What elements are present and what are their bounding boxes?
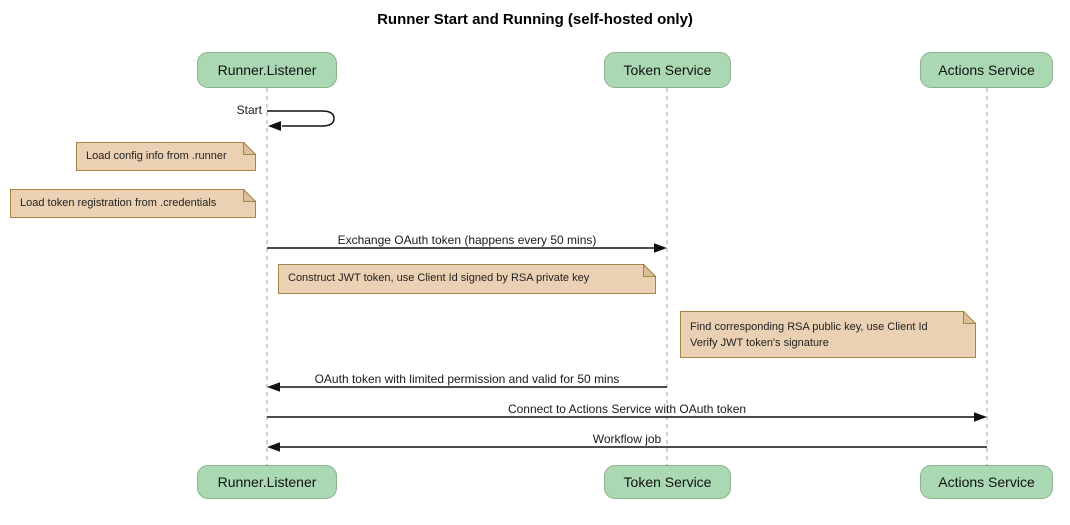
note-fold-icon — [243, 142, 256, 155]
participant-label: Token Service — [623, 62, 712, 78]
message-label-workflow-job: Workflow job — [592, 432, 662, 446]
participant-top-token-service: Token Service — [604, 52, 731, 88]
arrowhead-workflow-left — [267, 442, 280, 452]
participant-label: Actions Service — [938, 62, 1035, 78]
message-label-exchange-oauth: Exchange OAuth token (happens every 50 m… — [337, 233, 597, 247]
note-fold-icon — [243, 189, 256, 202]
participant-top-runner-listener: Runner.Listener — [197, 52, 337, 88]
note-text: Load token registration from .credential… — [20, 197, 217, 209]
note-text: Load config info from .runner — [86, 150, 227, 162]
arrowhead-start-left — [268, 121, 281, 131]
note-fold-icon — [643, 264, 656, 277]
note-text-line-1: Find corresponding RSA public key, use C… — [690, 321, 928, 333]
message-label-start: Start — [236, 103, 262, 117]
message-label-oauth-return: OAuth token with limited permission and … — [314, 372, 620, 386]
participant-label: Token Service — [623, 474, 712, 490]
note-text: Construct JWT token, use Client Id signe… — [288, 272, 590, 284]
participant-bottom-actions-service: Actions Service — [920, 465, 1053, 499]
participant-label: Runner.Listener — [217, 62, 317, 78]
participant-top-actions-service: Actions Service — [920, 52, 1053, 88]
participant-bottom-runner-listener: Runner.Listener — [197, 465, 337, 499]
arrowhead-exchange-right — [654, 243, 667, 253]
note-fold-icon — [963, 311, 976, 324]
arrowhead-connect-right — [974, 412, 987, 422]
note-load-config: Load config info from .runner — [76, 142, 256, 171]
arrowhead-oauth-left — [267, 382, 280, 392]
diagram-title: Runner Start and Running (self-hosted on… — [377, 11, 693, 28]
note-verify-jwt: Find corresponding RSA public key, use C… — [680, 311, 976, 358]
note-load-token-registration: Load token registration from .credential… — [10, 189, 256, 218]
participant-bottom-token-service: Token Service — [604, 465, 731, 499]
message-label-connect-actions: Connect to Actions Service with OAuth to… — [507, 402, 747, 416]
note-construct-jwt: Construct JWT token, use Client Id signe… — [278, 264, 656, 294]
note-text-line-2: Verify JWT token's signature — [690, 337, 829, 349]
participant-label: Runner.Listener — [217, 474, 317, 490]
participant-label: Actions Service — [938, 474, 1035, 490]
message-line-start-self-loop — [267, 110, 335, 127]
